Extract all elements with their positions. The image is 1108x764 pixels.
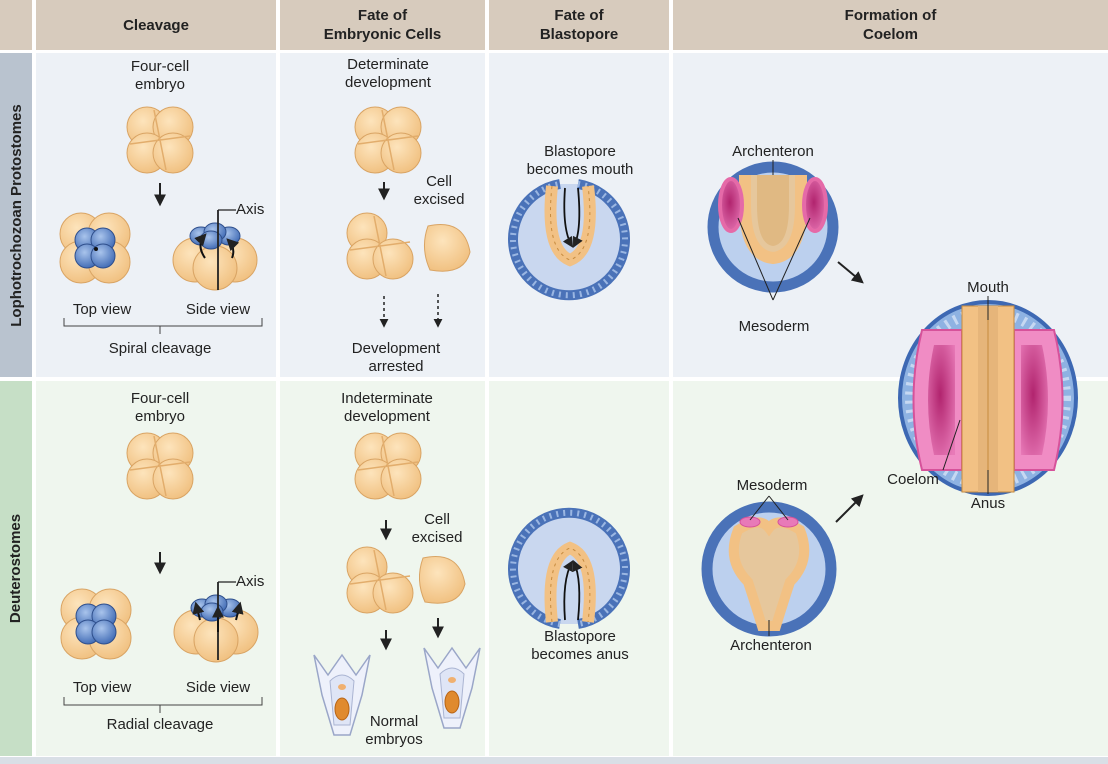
deut-side-view-label: Side view xyxy=(185,679,251,696)
row-label-deuterostomes: Deuterostomes xyxy=(0,381,32,756)
deut-four-cell-label: Four-cell embryo xyxy=(130,390,190,425)
deut-gastrula xyxy=(508,507,630,629)
proto-cleavage-type-label: Spiral cleavage xyxy=(108,340,212,357)
proto-determinate-embryo xyxy=(354,106,422,174)
header-formation-coelom: Formation of Coelom xyxy=(673,0,1108,50)
proto-four-cell-label: Four-cell embryo xyxy=(130,58,190,93)
coelomate-embryo xyxy=(898,296,1078,496)
proto-arrested-label: Development arrested xyxy=(351,340,441,375)
deut-three-cell-remaining xyxy=(346,546,414,614)
deut-cell-excised-label: Cell excised xyxy=(411,511,463,546)
deut-development-label: Indeterminate development xyxy=(341,390,433,425)
deut-four-cell-embryo xyxy=(126,432,194,500)
header-cleavage: Cleavage xyxy=(36,0,276,50)
row-label-protostomes: Lophotrochozoan Protostomes xyxy=(0,53,32,377)
bottom-bar xyxy=(0,757,1108,764)
deut-axis-label: Axis xyxy=(236,573,265,590)
proto-blastopore-label: Blastopore becomes mouth xyxy=(526,143,634,178)
deut-normal-label: Normal embryos xyxy=(365,713,423,748)
final-coelom-label: Coelom xyxy=(887,471,939,488)
deut-side-view-embryo xyxy=(173,594,259,663)
header-corner xyxy=(0,0,32,50)
proto-axis-label: Axis xyxy=(236,201,265,218)
deut-top-view-embryo xyxy=(60,588,132,660)
proto-three-cell-remaining xyxy=(346,212,414,280)
deut-excised-cell xyxy=(418,555,466,604)
deut-archenteron-label: Archenteron xyxy=(730,637,812,654)
proto-gastrula xyxy=(508,179,630,301)
proto-archenteron-label: Archenteron xyxy=(732,143,814,160)
proto-top-view-label: Top view xyxy=(72,301,132,318)
deut-cleavage-type-label: Radial cleavage xyxy=(106,716,214,733)
final-anus-label: Anus xyxy=(970,495,1006,512)
proto-side-view-embryo xyxy=(172,222,258,291)
header-fate-blastopore: Fate of Blastopore xyxy=(489,0,669,50)
proto-development-label: Determinate development xyxy=(345,56,431,91)
proto-cell-excised-label: Cell excised xyxy=(413,173,465,208)
proto-excised-cell xyxy=(423,223,471,272)
proto-four-cell-embryo xyxy=(126,106,194,174)
final-mouth-label: Mouth xyxy=(967,279,1009,296)
proto-mesoderm-label: Mesoderm xyxy=(738,318,810,335)
deut-indeterminate-embryo xyxy=(354,432,422,500)
proto-coelom-embryo xyxy=(707,160,839,301)
deut-blastopore-label: Blastopore becomes anus xyxy=(531,628,629,663)
deut-mesoderm-label: Mesoderm xyxy=(736,477,808,494)
header-fate-embryonic-cells: Fate of Embryonic Cells xyxy=(280,0,485,50)
deut-coelom-embryo xyxy=(701,495,837,637)
proto-side-view-label: Side view xyxy=(185,301,251,318)
deut-top-view-label: Top view xyxy=(72,679,132,696)
